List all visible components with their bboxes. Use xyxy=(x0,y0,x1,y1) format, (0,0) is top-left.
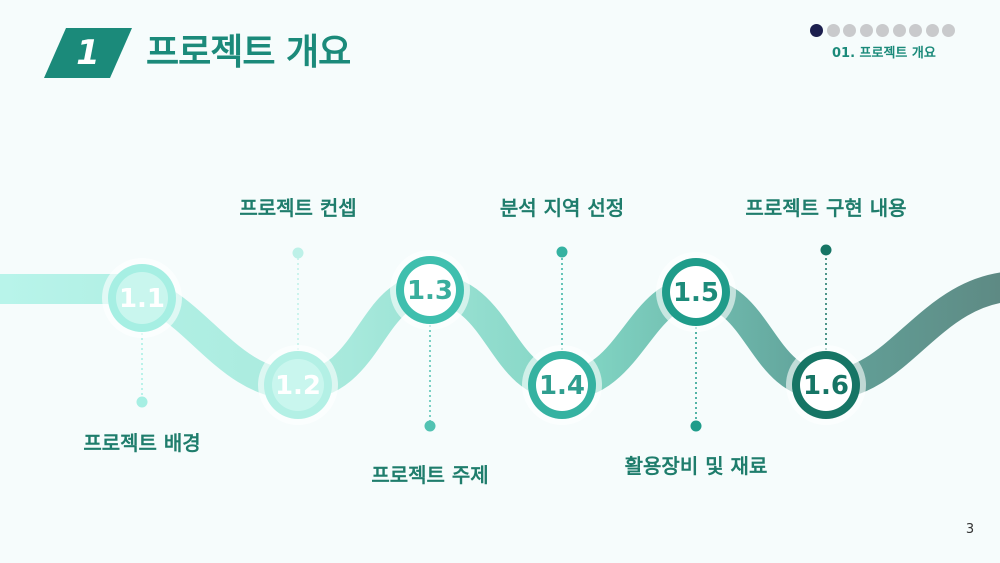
node-inner xyxy=(272,359,324,411)
timeline-node: 1.1 xyxy=(102,258,182,408)
nav-dot[interactable] xyxy=(876,24,889,37)
nav-dot[interactable] xyxy=(843,24,856,37)
timeline-node: 1.2 xyxy=(258,247,338,425)
node-number: 1.3 xyxy=(407,276,453,306)
node-inner xyxy=(670,266,722,318)
timeline-node: 1.6 xyxy=(786,244,866,425)
node-inner xyxy=(116,272,168,324)
nav-dot-active[interactable] xyxy=(810,24,823,37)
node-number: 1.5 xyxy=(673,278,719,308)
connector-dot xyxy=(690,420,702,432)
node-label: 프로젝트 배경 xyxy=(83,431,201,455)
timeline-node: 1.3 xyxy=(390,250,470,432)
page-number: 3 xyxy=(965,522,975,537)
connector-dot xyxy=(136,396,148,408)
node-number: 1.6 xyxy=(803,371,849,401)
node-label: 활용장비 및 재료 xyxy=(624,454,768,478)
section-number: 1 xyxy=(76,33,100,73)
node-label: 분석 지역 선정 xyxy=(499,196,625,220)
node-label: 프로젝트 구현 내용 xyxy=(745,196,907,220)
node-number: 1.4 xyxy=(539,371,585,401)
connector-dot xyxy=(292,247,304,259)
timeline-node: 1.4 xyxy=(522,246,602,425)
connector-dot xyxy=(556,246,568,258)
page-title: 프로젝트 개요 xyxy=(146,32,351,73)
node-inner xyxy=(536,359,588,411)
section-label: 01. 프로젝트 개요 xyxy=(832,46,936,61)
nav-dot[interactable] xyxy=(826,24,840,37)
connector-dot xyxy=(820,244,832,256)
node-number: 1.2 xyxy=(275,371,321,401)
connector-dot xyxy=(424,420,436,432)
slide-nav-dots xyxy=(810,24,959,38)
node-number: 1.1 xyxy=(119,284,165,314)
node-inner xyxy=(404,264,456,316)
nav-dot[interactable] xyxy=(859,24,873,37)
node-label: 프로젝트 컨셉 xyxy=(239,196,357,220)
nav-dot[interactable] xyxy=(892,24,906,37)
node-label: 프로젝트 주제 xyxy=(371,463,489,487)
timeline-node: 1.5 xyxy=(656,252,736,432)
nav-dot[interactable] xyxy=(942,24,955,37)
nav-dot[interactable] xyxy=(909,24,922,37)
node-inner xyxy=(800,359,852,411)
section-number-badge: 1 xyxy=(44,28,132,78)
nav-dot[interactable] xyxy=(925,24,939,37)
